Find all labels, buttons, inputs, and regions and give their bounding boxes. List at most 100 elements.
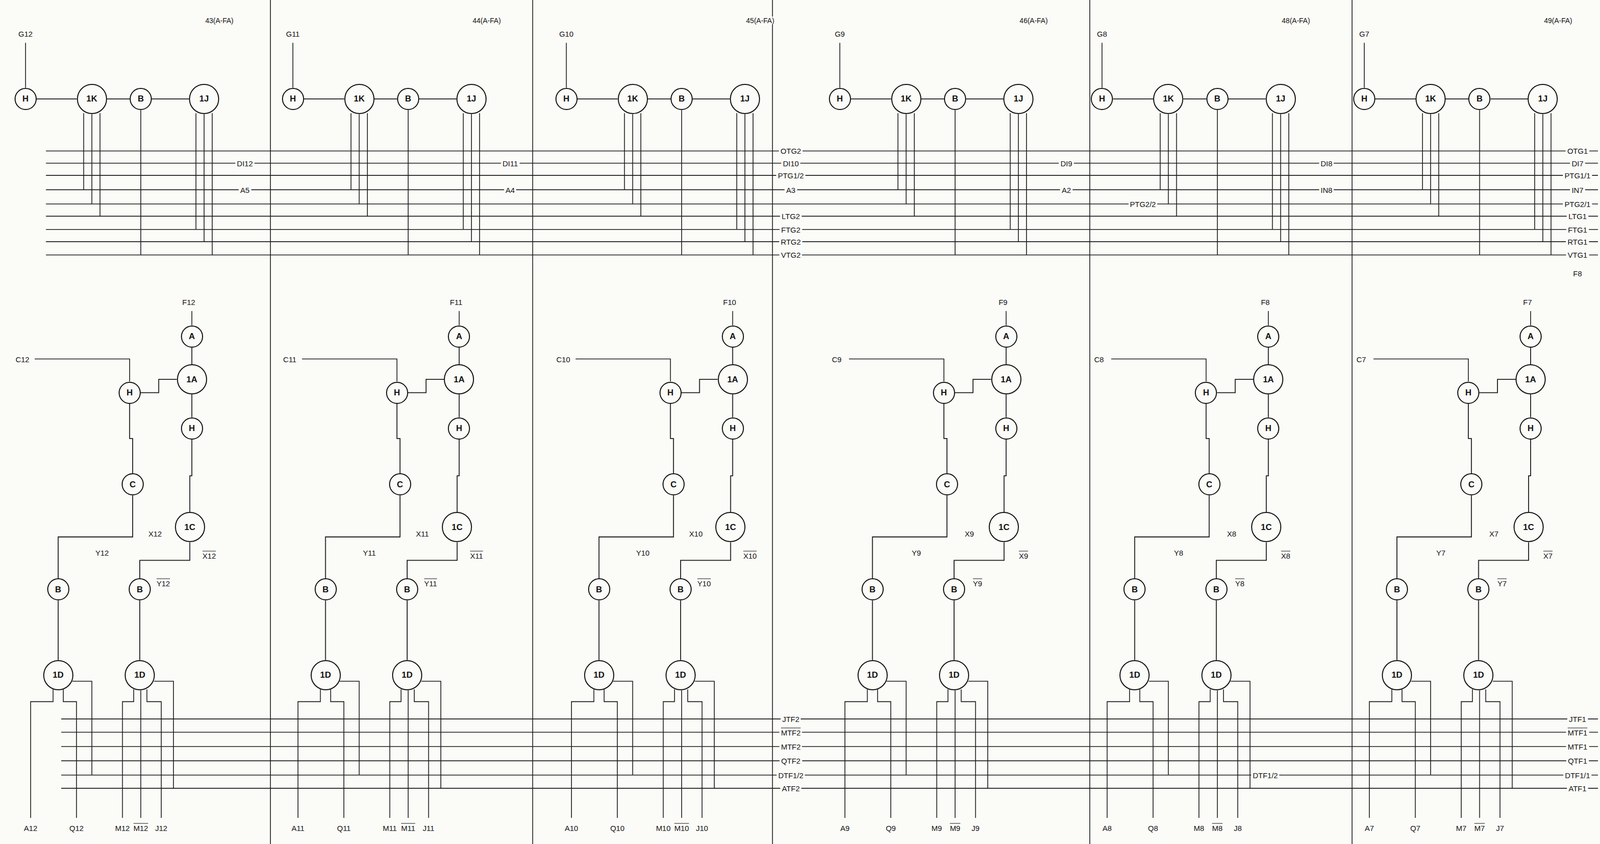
logic-gate-circle: 1J [729, 83, 761, 115]
signal-name: C11 [281, 354, 298, 364]
signal-wire [408, 379, 445, 393]
gate-letter: C [129, 480, 136, 490]
gate-letter: H [394, 388, 401, 398]
signal-name: A3 [784, 185, 797, 195]
signal-name: PTG2/1 [1562, 199, 1592, 209]
signal-wire [1267, 347, 1269, 365]
logic-gate-circle: A [447, 325, 470, 348]
signal-name: M8 [1210, 824, 1225, 833]
wire [479, 113, 481, 255]
logic-gate-circle: 1C [174, 512, 206, 543]
gate-letter: 1K [86, 94, 98, 104]
wire [91, 114, 93, 205]
signal-wire [57, 600, 59, 661]
wire [1485, 689, 1500, 819]
signal-name: X10 [741, 551, 759, 561]
signal-wire [140, 379, 177, 393]
logic-gate-circle: B [47, 578, 70, 601]
logic-gate-circle: H [1090, 87, 1113, 111]
signal-wire [1134, 495, 1209, 579]
signal-name: G11 [284, 29, 302, 38]
gate-letter: 1C [451, 523, 463, 532]
gate-letter: 1D [401, 671, 413, 680]
gate-letter: B [404, 585, 411, 595]
gate-letter: H [1361, 94, 1368, 104]
wire [954, 690, 956, 819]
logic-gate-circle: C [1198, 473, 1221, 496]
wire [83, 113, 85, 190]
signal-name: Y7 [1434, 548, 1447, 558]
wire [1542, 114, 1544, 242]
signal-name: F12 [180, 297, 198, 307]
gate-letter: 1D [1391, 671, 1403, 680]
wire [146, 689, 161, 819]
wire [350, 113, 352, 190]
wire [1369, 689, 1392, 819]
logic-gate-circle: 1J [1527, 83, 1558, 115]
signal-name: Y10 [695, 579, 713, 589]
wire [45, 189, 1598, 191]
signal-wire [191, 347, 193, 365]
wire [1550, 113, 1552, 255]
signal-wire [1215, 600, 1217, 661]
wire [99, 113, 101, 217]
wire [1168, 114, 1170, 205]
signal-name: X9 [963, 529, 976, 538]
gate-letter: 1D [948, 671, 960, 680]
signal-name: JTF1 [1567, 715, 1588, 724]
signal-wire [680, 542, 731, 579]
signal-name: X9 [1017, 551, 1030, 561]
wire [61, 732, 1598, 734]
gate-letter: 1K [1162, 94, 1174, 104]
wire [736, 113, 738, 230]
wire [913, 113, 915, 217]
logic-gate-circle: B [1467, 578, 1490, 601]
logic-gate-circle: 1D [1463, 660, 1494, 691]
signal-name: Q8 [1146, 824, 1160, 833]
signal-name: Y12 [93, 548, 111, 558]
wire [414, 689, 429, 819]
signal-wire [1112, 98, 1154, 100]
signal-name: Y9 [971, 579, 984, 589]
logic-gate-circle: 1A [717, 364, 748, 395]
signal-wire [139, 600, 141, 661]
signal-wire [458, 394, 460, 418]
logic-gate-circle: 1J [189, 83, 220, 115]
signal-wire [944, 404, 948, 475]
gate-letter: A [1265, 332, 1272, 341]
wire [61, 761, 1598, 763]
signal-name: DI12 [235, 158, 255, 168]
logic-gate-circle: 1C [441, 512, 473, 543]
gate-letter: 1K [353, 94, 365, 104]
wire [844, 689, 868, 819]
signal-wire [872, 600, 874, 661]
wire [732, 311, 734, 326]
signal-wire [151, 98, 190, 100]
gate-letter: H [940, 388, 948, 398]
signal-wire [1445, 98, 1469, 100]
gate-letter: B [595, 585, 602, 595]
signal-name: Y8 [1172, 548, 1185, 558]
signal-wire [1479, 379, 1516, 393]
logic-gate-circle: 1D [584, 660, 615, 691]
gate-letter: H [22, 94, 29, 104]
signal-wire [191, 394, 193, 418]
signal-name: PTG2/2 [1128, 199, 1158, 209]
signal-name: M7 [1454, 824, 1469, 833]
signal-name: A5 [238, 185, 251, 195]
signal-name: J9 [970, 824, 982, 833]
gate-letter: A [729, 332, 736, 341]
signal-wire [1183, 98, 1206, 100]
logic-gate-circle: B [396, 578, 419, 601]
wire [1280, 114, 1282, 242]
wire [1272, 113, 1274, 230]
gate-letter: 1C [998, 523, 1010, 532]
signal-name: MTF2 [779, 728, 803, 737]
logic-gate-circle: H [828, 87, 852, 111]
wire [298, 689, 321, 819]
signal-name: Y10 [634, 548, 652, 558]
signal-wire [692, 98, 730, 100]
gate-letter: A [188, 332, 195, 341]
wire [1017, 114, 1019, 242]
wire [1401, 689, 1416, 819]
